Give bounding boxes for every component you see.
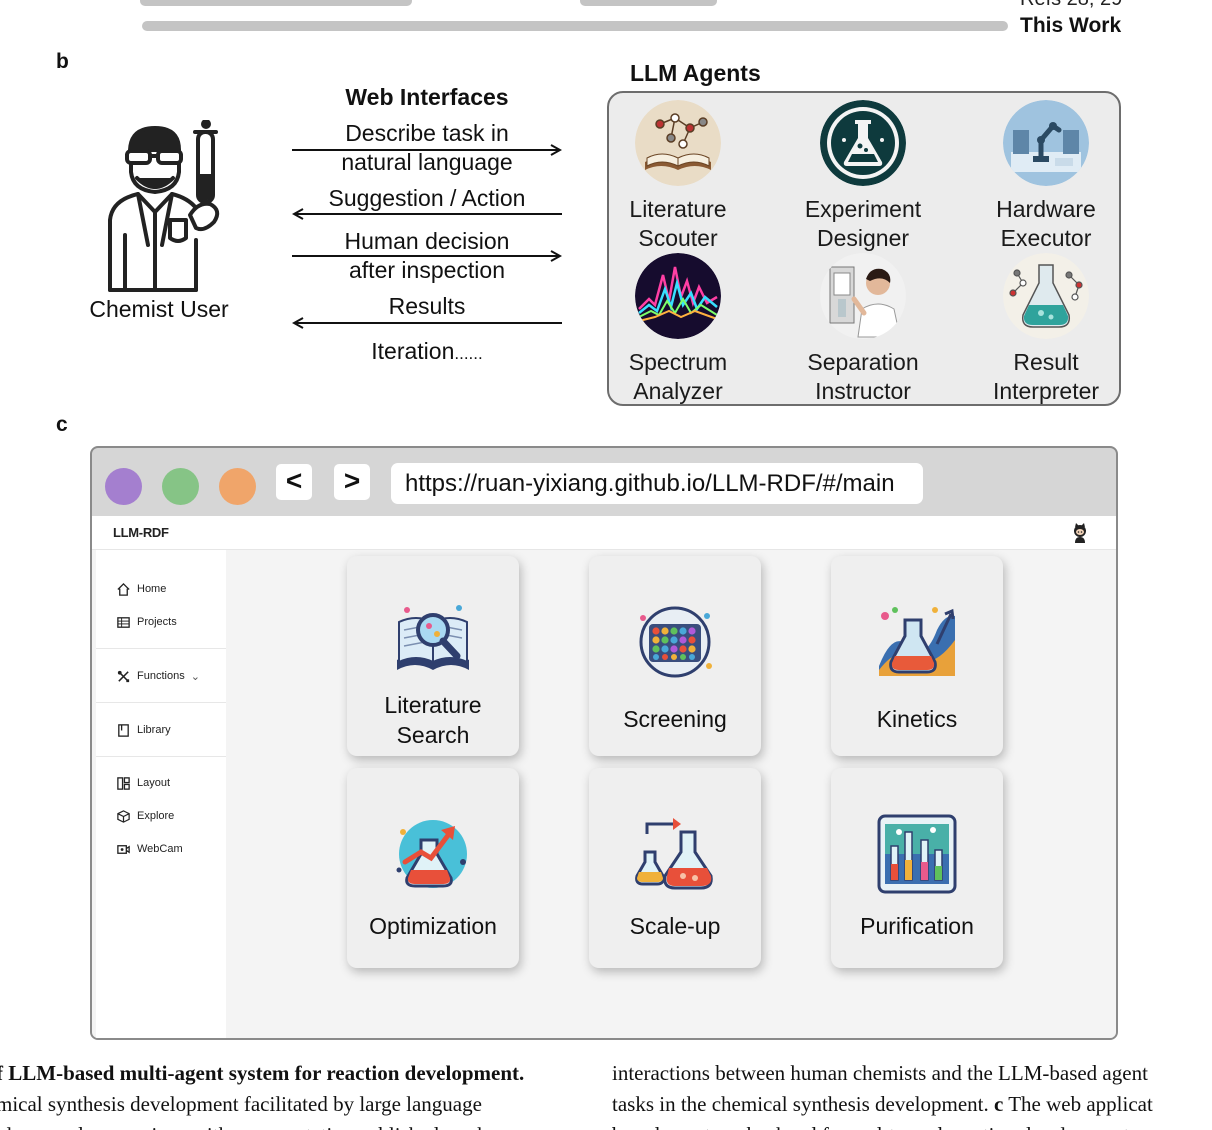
- refs-label: Refs 28, 29: [1020, 0, 1122, 11]
- step-suggestion-action: Suggestion / Action: [328, 185, 526, 211]
- sidebar-item-layout[interactable]: Layout: [116, 774, 170, 792]
- caption-right-line-1: interactions between human chemists and …: [612, 1061, 1148, 1085]
- cube-icon: [117, 809, 130, 823]
- timeline-bar-segment: [580, 0, 717, 6]
- card-label: Screening: [623, 706, 727, 732]
- panel-letter-c: c: [56, 413, 68, 436]
- arrow-left: [292, 317, 562, 329]
- step-describe-task: Describe task in natural language: [341, 120, 513, 175]
- flask-molecule-icon: [1003, 253, 1089, 339]
- table-icon: [117, 616, 130, 628]
- card-scale-up[interactable]: Scale-up: [589, 768, 761, 968]
- card-label: Scale-up: [629, 913, 721, 939]
- robot-arm-icon: [1003, 100, 1089, 186]
- purification-icon: [877, 814, 957, 894]
- kinetics-icon: [879, 607, 955, 676]
- tools-icon: [117, 670, 130, 682]
- scientist-icon: [820, 253, 906, 339]
- sidebar-item-functions[interactable]: Functions ⌄: [116, 667, 200, 685]
- card-screening[interactable]: Screening: [589, 556, 761, 756]
- app-sidebar: Home Projects Functions ⌄ Library Layout: [96, 550, 226, 1038]
- forward-button[interactable]: >: [334, 464, 370, 500]
- home-icon: [117, 582, 130, 596]
- web-interfaces-title: Web Interfaces: [345, 84, 509, 110]
- caption-right-line-2: tasks in the chemical synthesis developm…: [612, 1092, 1153, 1116]
- sidebar-item-home[interactable]: Home: [116, 580, 166, 598]
- sidebar-item-library[interactable]: Library: [116, 721, 171, 739]
- browser-window: < > https://ruan-yixiang.github.io/LLM-R…: [90, 446, 1118, 1040]
- step-results: Results: [388, 293, 466, 319]
- caption-right: interactions between human chemists and …: [612, 1058, 1153, 1130]
- card-label: Purification: [860, 913, 974, 939]
- chemist-user-label: Chemist User: [89, 296, 229, 322]
- card-label: Kinetics: [876, 706, 958, 732]
- card-purification[interactable]: Purification: [831, 768, 1003, 968]
- screening-icon: [639, 606, 712, 678]
- flask-badge-icon: [820, 100, 906, 186]
- chemist-icon: [108, 120, 220, 292]
- chevron-down-icon: ⌄: [190, 670, 200, 683]
- sidebar-item-projects[interactable]: Projects: [116, 613, 177, 631]
- card-label: Optimization: [369, 913, 497, 939]
- card-kinetics[interactable]: Kinetics: [831, 556, 1003, 756]
- book-icon: [118, 723, 129, 737]
- llm-agents-title: LLM Agents: [630, 60, 761, 86]
- caption-left-line-3: ology, and comparison with representativ…: [0, 1120, 524, 1130]
- panel-letter-b: b: [56, 50, 69, 73]
- sidebar-item-explore[interactable]: Explore: [116, 807, 174, 825]
- app-brand[interactable]: LLM-RDF: [113, 525, 169, 540]
- arrow-right: [292, 144, 562, 156]
- window-dot-purple[interactable]: [105, 468, 142, 505]
- caption-left: f LLM-based multi-agent system for react…: [0, 1058, 524, 1130]
- card-optimization[interactable]: Optimization: [347, 768, 519, 968]
- spectrum-icon: [635, 253, 721, 339]
- arrow-left: [292, 208, 562, 220]
- camera-icon: [117, 844, 130, 854]
- sidebar-divider: [96, 756, 226, 757]
- github-icon[interactable]: [1069, 522, 1091, 544]
- window-dot-orange[interactable]: [219, 468, 256, 505]
- literature-search-icon: [397, 605, 469, 670]
- app-top-nav: LLM-RDF: [92, 516, 1116, 550]
- sidebar-divider: [96, 648, 226, 649]
- optimization-icon: [396, 820, 467, 888]
- book-molecule-icon: [635, 100, 721, 186]
- caption-left-line-1: f LLM-based multi-agent system for react…: [0, 1061, 525, 1085]
- scale-up-icon: [635, 818, 713, 890]
- this-work-label: This Work: [1020, 14, 1122, 37]
- url-bar[interactable]: https://ruan-yixiang.github.io/LLM-RDF/#…: [391, 463, 923, 504]
- step-human-decision: Human decision after inspection: [344, 228, 510, 283]
- caption-left-line-2: mical synthesis development facilitated …: [0, 1092, 482, 1116]
- window-dot-green[interactable]: [162, 468, 199, 505]
- iteration-label: Iteration......: [371, 338, 483, 364]
- sidebar-divider: [96, 702, 226, 703]
- arrow-right: [292, 250, 562, 262]
- timeline-bar-segment: [140, 0, 412, 6]
- app-page: LLM-RDF Home Projects Functions: [92, 516, 1116, 1038]
- back-button[interactable]: <: [276, 464, 312, 500]
- timeline-bar-this-work: [142, 21, 1008, 31]
- layout-icon: [117, 776, 130, 790]
- sidebar-item-webcam[interactable]: WebCam: [116, 840, 183, 858]
